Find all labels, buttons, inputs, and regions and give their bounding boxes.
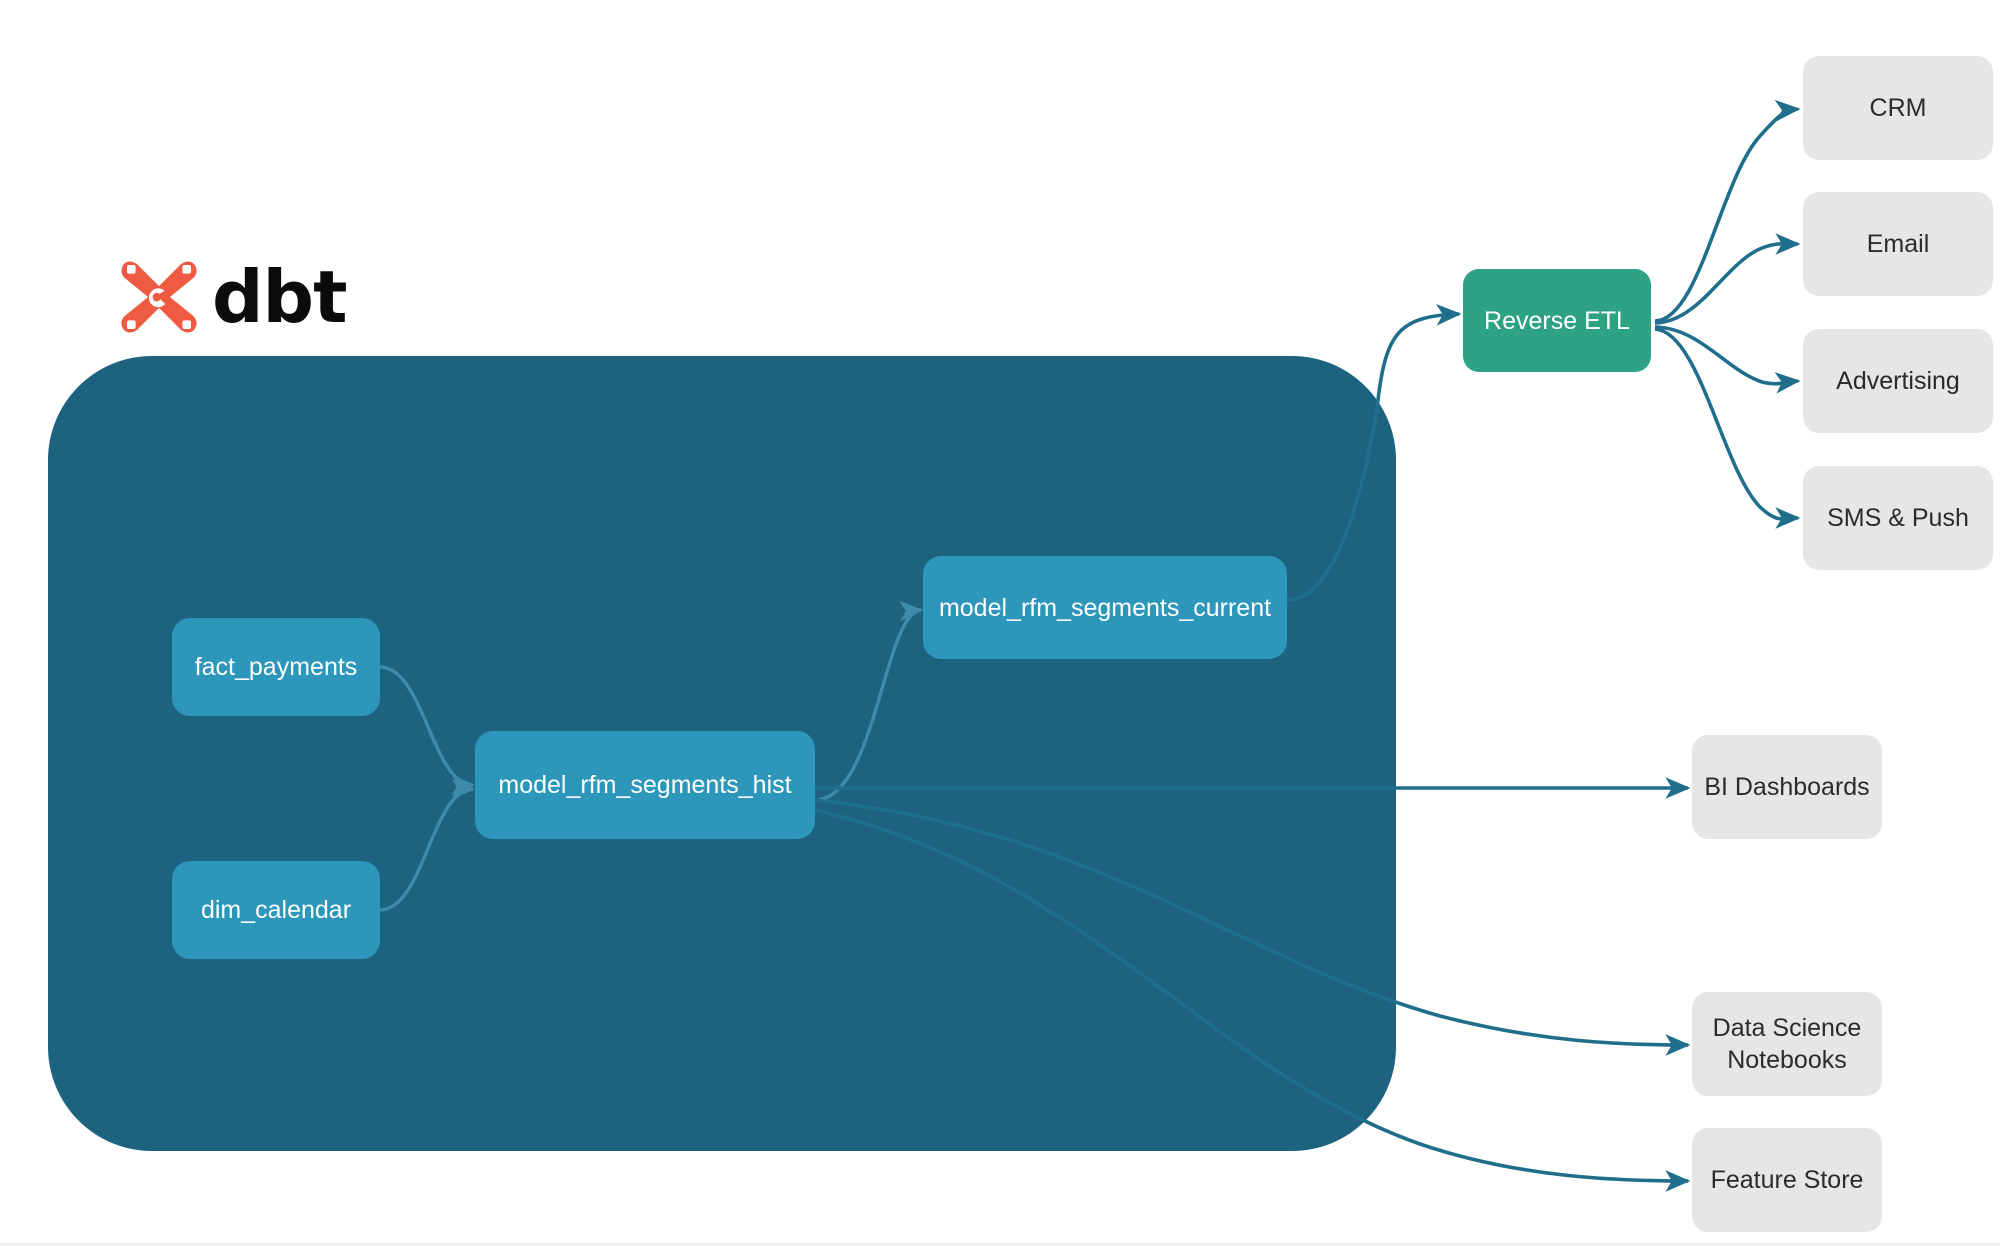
dbt-wordmark: dbt	[212, 255, 347, 339]
consumer-label: Data Science Notebooks	[1713, 1012, 1862, 1076]
edge-reverse-etl-to-email	[1654, 233, 1801, 325]
consumer-label: BI Dashboards	[1704, 773, 1870, 801]
consumer-node-bi-dashboards[interactable]: BI Dashboards	[1692, 735, 1882, 839]
consumer-label: SMS & Push	[1827, 504, 1969, 532]
dbt-logo-icon	[121, 261, 197, 333]
model-label: model_rfm_segments_current	[938, 593, 1272, 622]
model-node-rfm-segments-current[interactable]: model_rfm_segments_current	[923, 556, 1287, 659]
consumer-node-crm[interactable]: CRM	[1803, 56, 1993, 160]
consumer-node-sms-push[interactable]: SMS & Push	[1803, 466, 1993, 570]
consumer-label: Email	[1866, 230, 1930, 258]
consumer-label: Advertising	[1836, 367, 1960, 395]
consumer-node-feature-store[interactable]: Feature Store	[1692, 1128, 1882, 1232]
consumer-node-email[interactable]: Email	[1803, 192, 1993, 296]
consumer-node-data-science-notebooks[interactable]: Data Science Notebooks	[1692, 992, 1882, 1096]
consumer-label-line2: Notebooks	[1727, 1046, 1847, 1074]
activation-node-reverse-etl[interactable]: Reverse ETL	[1463, 269, 1651, 372]
activation-label: Reverse ETL	[1484, 306, 1630, 335]
consumer-node-advertising[interactable]: Advertising	[1803, 329, 1993, 433]
model-node-dim-calendar[interactable]: dim_calendar	[172, 861, 380, 959]
model-label: dim_calendar	[200, 896, 352, 924]
consumer-label: Feature Store	[1710, 1166, 1864, 1194]
edge-reverse-etl-to-advertising	[1654, 325, 1801, 394]
consumer-label-line1: Data Science	[1712, 1014, 1862, 1042]
model-label: fact_payments	[194, 653, 358, 681]
consumer-label: CRM	[1869, 94, 1927, 122]
model-node-rfm-segments-hist[interactable]: model_rfm_segments_hist	[475, 731, 815, 839]
model-node-fact-payments[interactable]: fact_payments	[172, 618, 380, 716]
edge-reverse-etl-to-sms-push	[1654, 327, 1801, 529]
edge-reverse-etl-to-crm	[1654, 99, 1801, 323]
dbt-logo: dbt	[120, 258, 347, 336]
model-label: model_rfm_segments_hist	[498, 771, 792, 799]
footer-divider	[0, 1243, 2000, 1246]
